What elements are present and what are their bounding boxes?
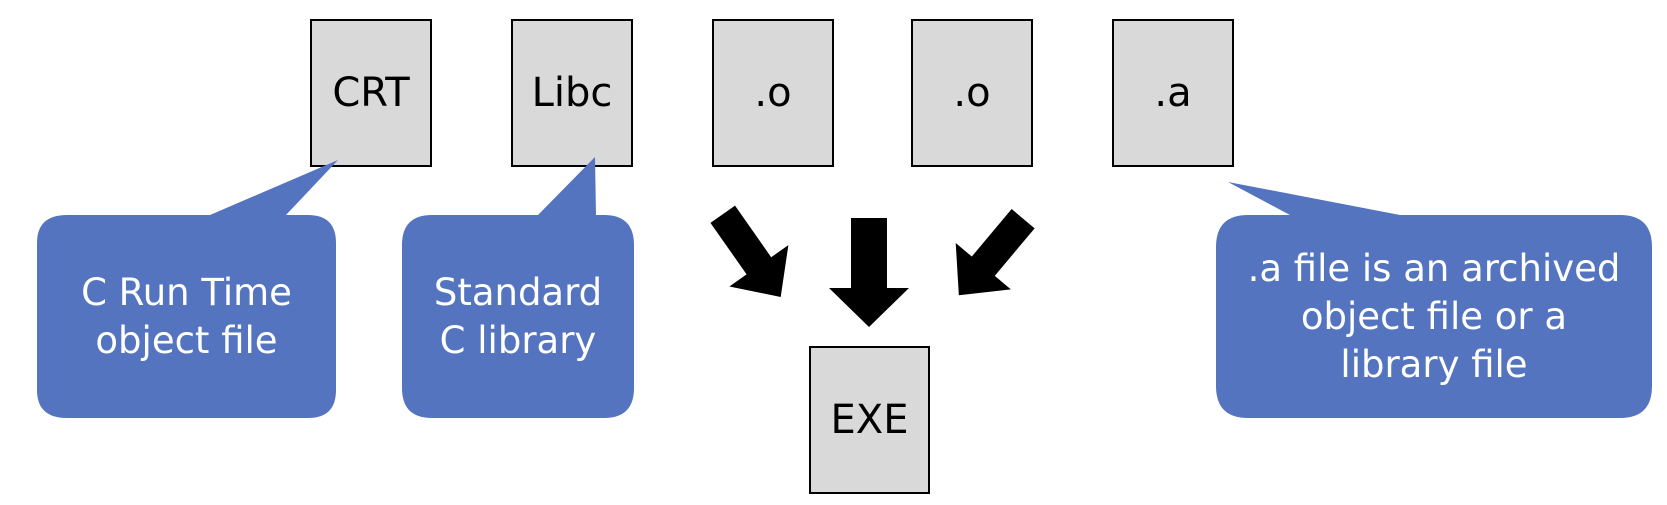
crt-callout-text: C Run Time object file [81, 270, 292, 362]
exe-label: EXE [830, 397, 909, 443]
archive-callout [1216, 182, 1652, 418]
crt-box [310, 19, 432, 167]
object-file-box-2 [911, 19, 1033, 167]
libc-callout-text: Standard C library [433, 270, 603, 362]
arrow-down [829, 218, 909, 327]
libc-box [511, 19, 633, 167]
arrow-right-diagonal [955, 209, 1035, 296]
archive-label: .a [1154, 70, 1192, 116]
archive-callout-text: .a file is an archived object file or a … [1247, 246, 1621, 386]
crt-label: CRT [332, 70, 410, 116]
object-file-box-1 [712, 19, 834, 167]
libc-label: Libc [531, 70, 613, 116]
arrow-left-diagonal [710, 205, 789, 297]
object-file-label-2: .o [953, 70, 991, 116]
object-file-label-1: .o [754, 70, 792, 116]
archive-box [1112, 19, 1234, 167]
exe-box [809, 346, 930, 494]
libc-callout [402, 157, 634, 418]
crt-callout [37, 160, 338, 418]
